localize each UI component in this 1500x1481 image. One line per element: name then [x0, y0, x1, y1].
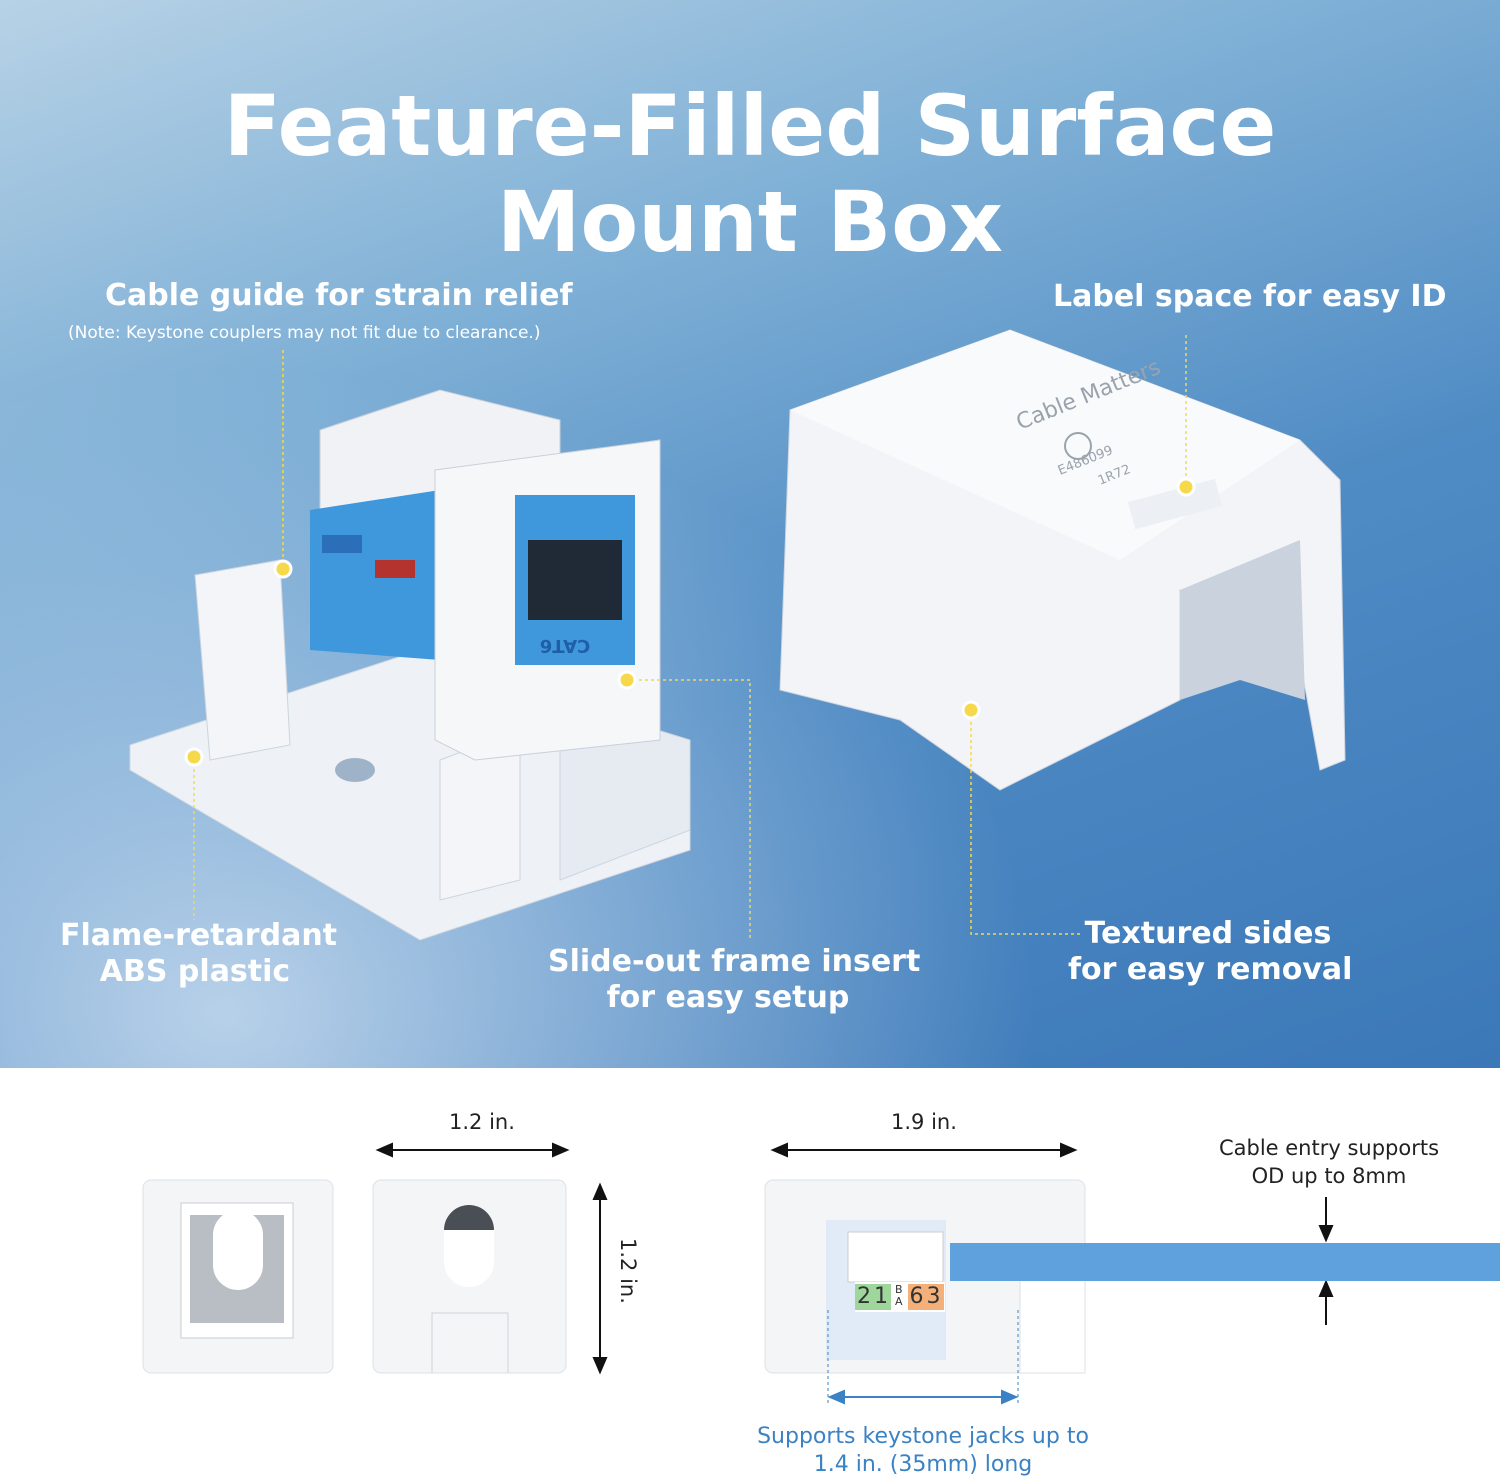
side-view [372, 1179, 567, 1374]
keystone-jack: CAT6 [310, 389, 661, 761]
jack-support-line2: 1.4 in. (35mm) long [813, 1452, 1033, 1477]
dimension-arrows [375, 1142, 1334, 1375]
cutaway-view [764, 1179, 1500, 1374]
headline-line-2: Mount Box [496, 173, 1004, 271]
cat6-mark: CAT6 [540, 635, 591, 656]
jack-support-line1: Supports keystone jacks up to [757, 1424, 1089, 1449]
width-label: 1.2 in. [449, 1110, 515, 1134]
mount-box-cover: Cable Matters E486099 1R72 [779, 329, 1346, 791]
callout-dots [184, 477, 1196, 767]
length-label: 1.9 in. [891, 1110, 957, 1134]
callout-slide-out: Slide-out frame insert for easy setup [548, 944, 921, 1016]
pin-label: 1 [874, 1284, 888, 1309]
callout-flame-retardant: Flame-retardant ABS plastic [60, 918, 338, 990]
pin-label: 6 [909, 1284, 924, 1309]
callout-label-space: Label space for easy ID [1053, 279, 1447, 314]
callout-slide-line1: Slide-out frame insert [548, 944, 921, 979]
pin-label: A [895, 1295, 903, 1308]
pin-label: 2 [857, 1284, 871, 1309]
product-illustration: CAT6 Cable Matters E486099 1R72 [129, 329, 1346, 941]
front-view [142, 1179, 334, 1374]
hero-section: Feature-Filled Surface Mount Box CAT6 [0, 0, 1500, 1068]
callout-textured-line2: for easy removal [1068, 952, 1353, 987]
cable-entry-line2: OD up to 8mm [1251, 1164, 1407, 1188]
callout-slide-line2: for easy setup [606, 980, 850, 1015]
callout-textured-sides: Textured sides for easy removal [1068, 916, 1353, 988]
cable-entry-note: Cable entry supports OD up to 8mm [1196, 1134, 1462, 1190]
callout-cable-guide: Cable guide for strain relief [105, 278, 573, 313]
base-plate [129, 559, 691, 941]
callout-flame-line2: ABS plastic [99, 954, 291, 989]
headline-line-1: Feature-Filled Surface [223, 77, 1277, 175]
jack-pin-labels: 2 1 B A 6 3 [857, 1283, 941, 1310]
height-label: 1.2 in. [616, 1238, 640, 1304]
callout-cable-guide-note: (Note: Keystone couplers may not fit due… [68, 323, 541, 343]
callout-textured-line1: Textured sides [1084, 916, 1332, 951]
callout-flame-line1: Flame-retardant [60, 918, 338, 953]
pin-label: 3 [926, 1284, 941, 1309]
callout-lines [193, 335, 1187, 940]
jack-support-note: Supports keystone jacks up to 1.4 in. (3… [740, 1423, 1106, 1479]
jack-length-arrow [827, 1310, 1019, 1405]
cable-entry-line1: Cable entry supports [1218, 1136, 1440, 1160]
pin-label: B [895, 1283, 903, 1296]
